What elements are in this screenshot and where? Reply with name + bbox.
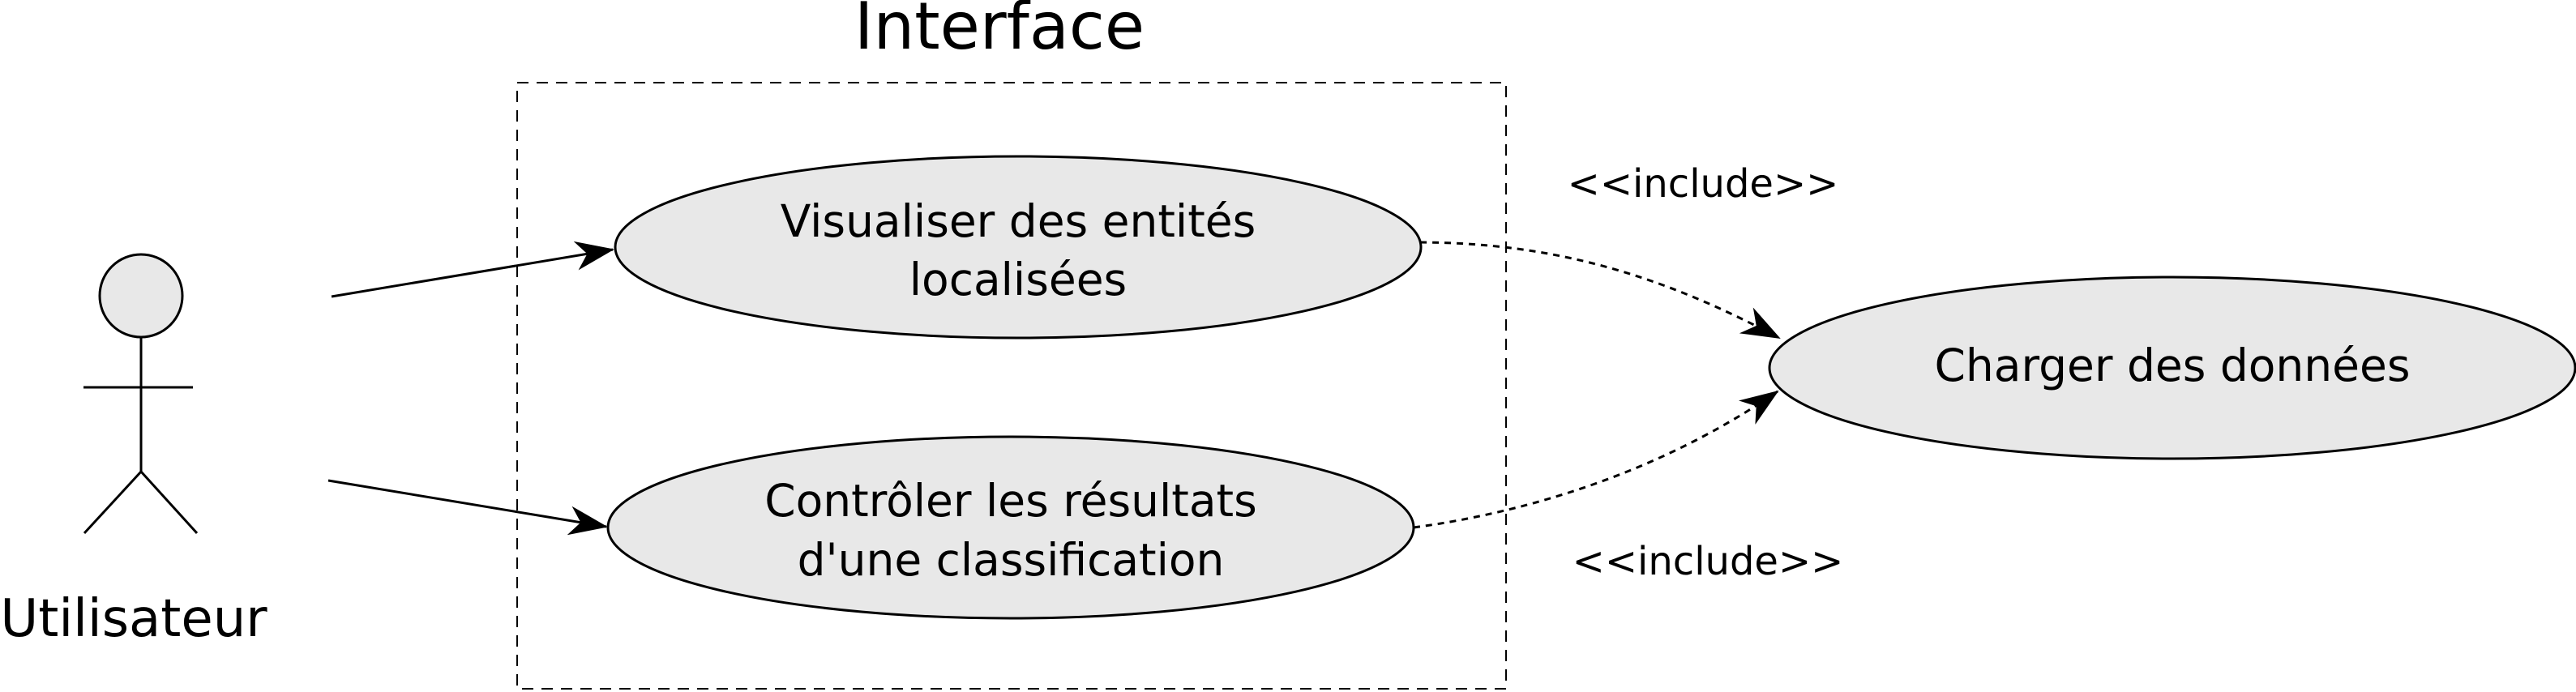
actor-left-leg xyxy=(83,470,143,535)
use-case-controler-line1: Contrôler les résultats xyxy=(764,475,1257,527)
system-title: Interface xyxy=(854,0,1145,64)
use-case-controler-line2: d'une classification xyxy=(798,534,1225,586)
include-label-bottom: <<include>> xyxy=(1573,539,1844,584)
actor-right-leg xyxy=(139,470,199,535)
use-case-visualiser-line2: localisées xyxy=(909,254,1127,305)
use-case-controler-shape xyxy=(606,435,1415,620)
actor xyxy=(83,253,199,535)
use-case-visualiser: Visualiser des entités localisées xyxy=(614,155,1423,340)
system-boundary xyxy=(516,82,1507,690)
actor-head xyxy=(98,253,184,339)
actor-label: Utilisateur xyxy=(0,589,267,649)
use-case-charger: Charger des données xyxy=(1768,276,2576,460)
association-visualiser xyxy=(331,241,614,298)
use-case-charger-shape xyxy=(1768,276,2576,460)
include-label-top: <<include>> xyxy=(1568,161,1839,207)
use-case-visualiser-shape xyxy=(614,155,1423,340)
use-case-charger-line1: Charger des données xyxy=(1935,340,2411,391)
use-case-visualiser-line1: Visualiser des entités xyxy=(781,195,1256,247)
include-arrow-top xyxy=(1419,241,1781,340)
include-arrow-bottom xyxy=(1413,390,1779,529)
association-controler xyxy=(327,479,608,536)
use-case-controler: Contrôler les résultats d'une classifica… xyxy=(606,435,1415,620)
